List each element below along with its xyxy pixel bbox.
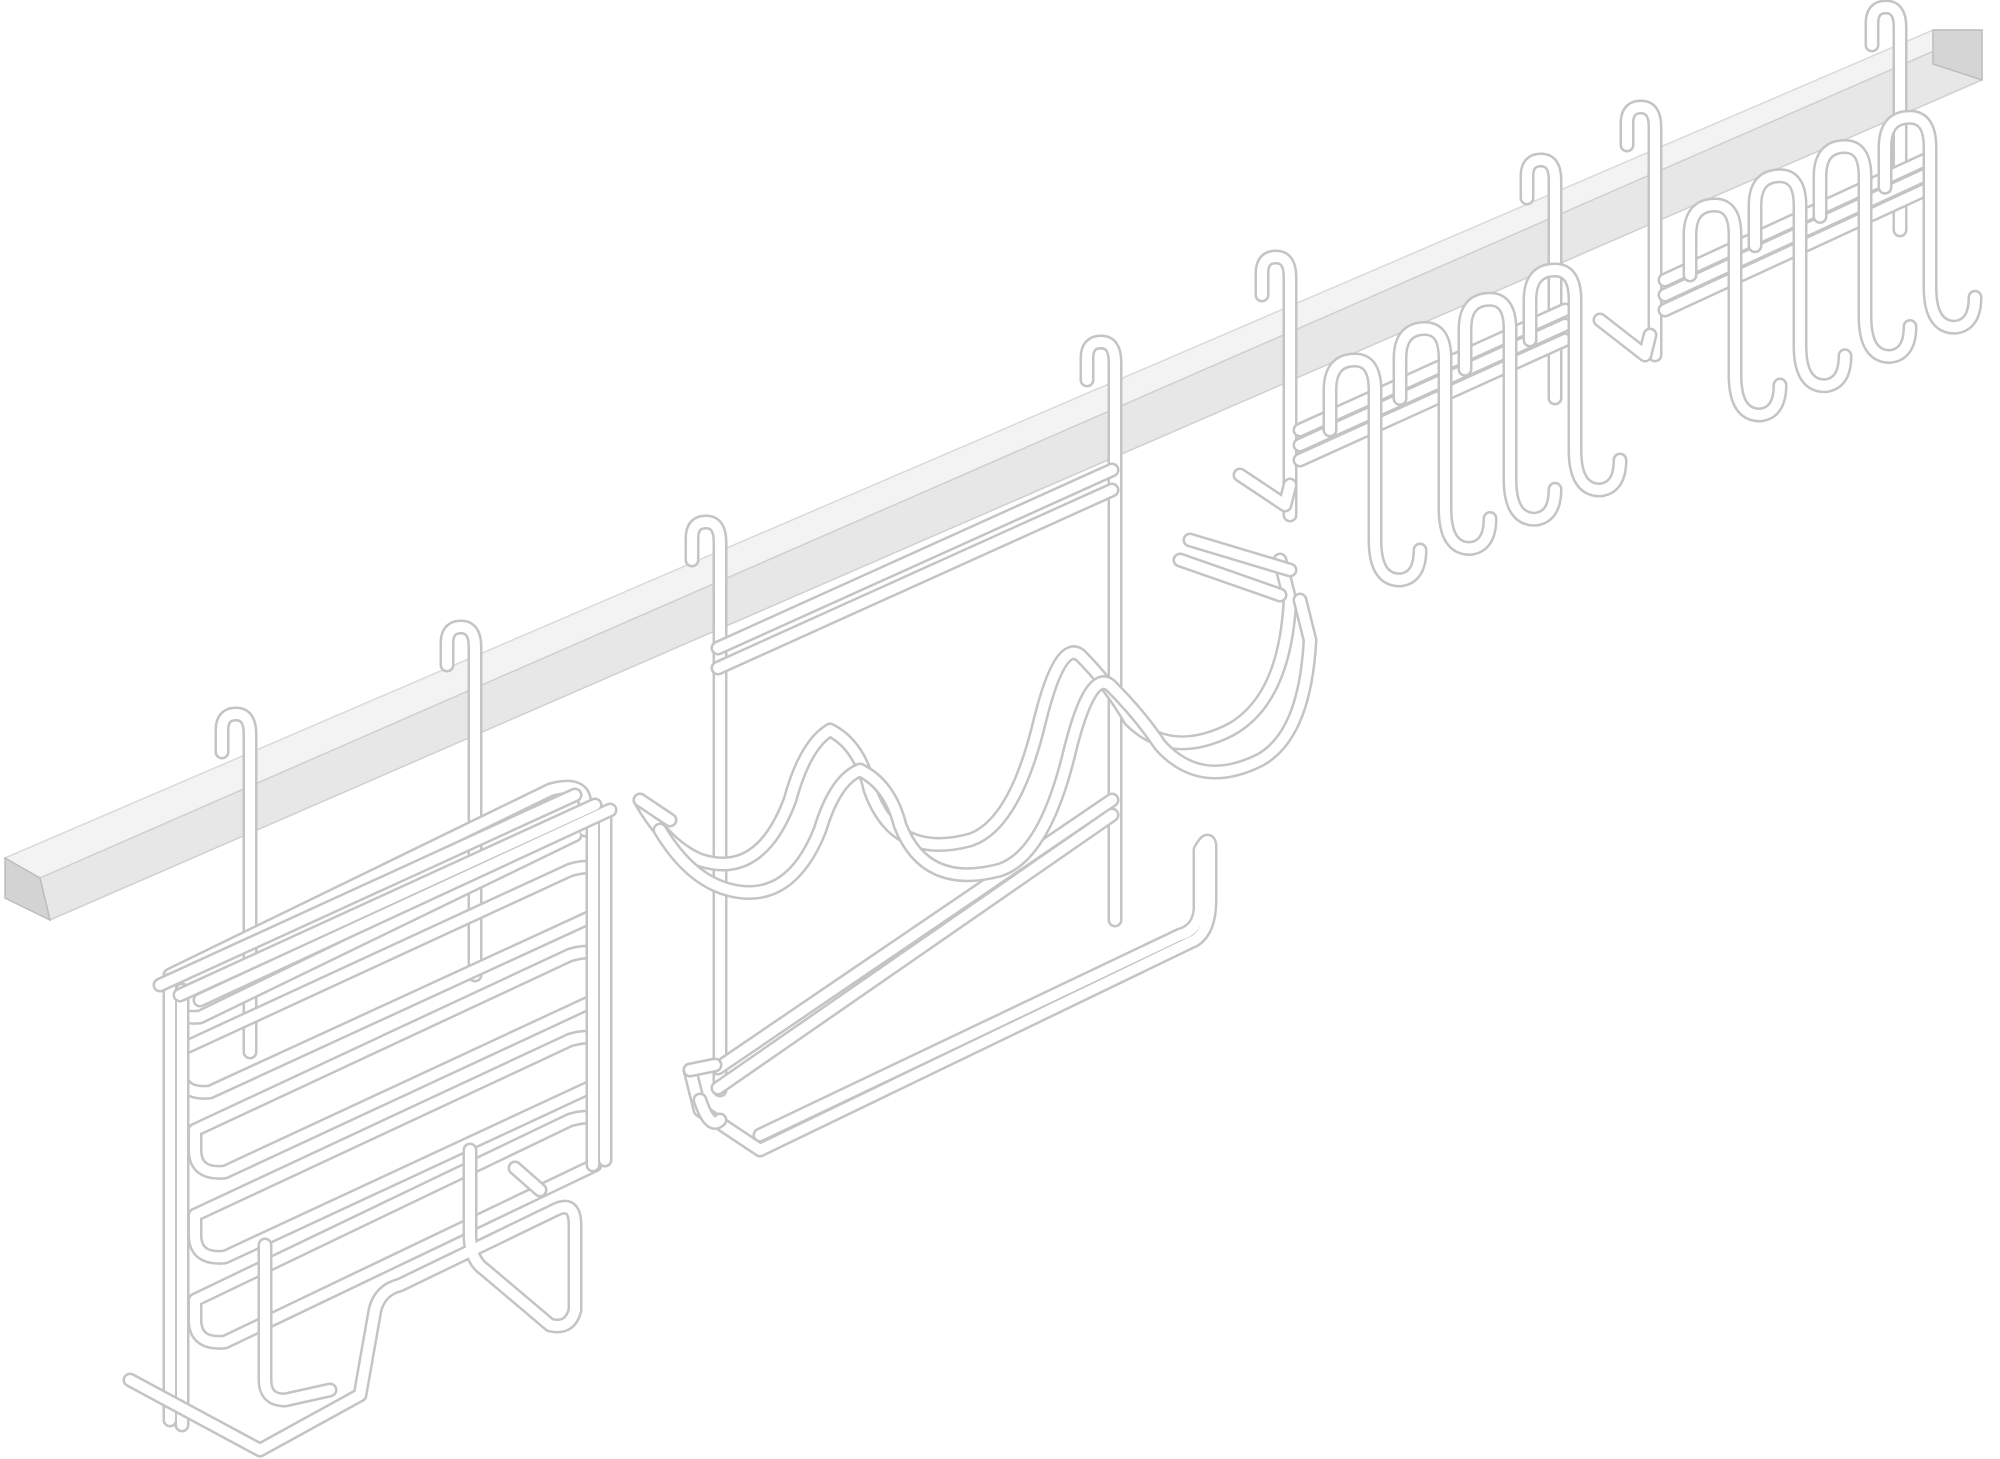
wire-accessories [122,0,1983,1458]
hook-bar-2-hook-1 [1685,200,1785,420]
hook-bar-1-hanger-right [1522,155,1560,403]
hook-bar-1-hook-2 [1395,323,1495,554]
rack-frame-posts [165,803,610,1430]
rail-left-end-cap [4,856,52,922]
rack-towel-bar [125,1145,580,1455]
rack-inner-loop [260,1240,335,1405]
hook-bar-2-hook-4 [1880,112,1980,333]
hook-bar-1-hook-4 [1525,265,1625,495]
bottle-cradle-back [655,595,1315,898]
rail-right-end-cap [1932,29,1983,82]
hook-bar-1 [1232,152,1628,588]
hook-bar-2-hook-2 [1750,170,1850,391]
bottle-cradle-front [635,555,1295,869]
towel-holder-frame [685,836,1215,1155]
hook-bar-1-hook-1 [1325,355,1425,585]
hook-bar-1-foot [1235,470,1295,510]
hook-bar-1-crossbars [1295,305,1570,465]
hook-bar-2 [1592,0,1983,423]
hook-bar-2-foot [1595,315,1655,360]
bottle-rack-bottom-crossbars [713,795,1117,1093]
rail-top-face [3,29,1983,879]
hook-bar-2-hanger-left [1622,102,1660,360]
bottle-rack-hanger-left [687,517,725,1095]
rack-top-rails [155,790,615,1005]
hook-bar-1-hook-3 [1460,294,1560,525]
bottle-rack-hanger-right [1082,337,1120,925]
multi-shelf-rack [122,619,618,1458]
hook-bar-1-hanger-left [1257,252,1295,520]
bottle-cradle-ends [635,535,1295,825]
hook-bar-2-hook-3 [1815,141,1915,362]
bottle-and-towel-rack [632,334,1318,1158]
rail [3,28,1983,922]
rack-hanger-left [217,709,255,1057]
rack-peg [510,1163,545,1195]
hook-bar-2-hanger-right [1867,2,1905,235]
rack-hanger-right [442,622,480,980]
towel-holder-corner [685,1060,725,1128]
bottle-rack-top-crossbars [713,465,1117,673]
